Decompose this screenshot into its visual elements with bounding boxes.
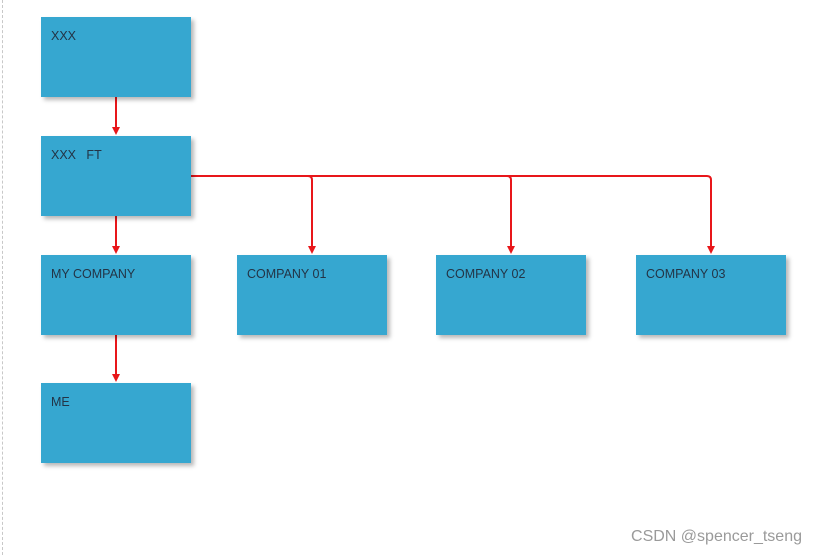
arrow-xxx-ft-to-company-03 bbox=[191, 175, 715, 254]
left-guide-line bbox=[2, 0, 3, 555]
watermark-text: CSDN @spencer_tseng bbox=[631, 528, 802, 545]
node-company-02[interactable]: COMPANY 02 bbox=[436, 255, 586, 335]
node-xxx[interactable]: XXX bbox=[41, 17, 191, 97]
node-company-03[interactable]: COMPANY 03 bbox=[636, 255, 786, 335]
node-me[interactable]: ME bbox=[41, 383, 191, 463]
node-company-01[interactable]: COMPANY 01 bbox=[237, 255, 387, 335]
arrow-xxx-ft-to-company-02 bbox=[191, 175, 515, 254]
node-xxx-ft[interactable]: XXX FT bbox=[41, 136, 191, 216]
arrow-xxx-ft-to-company-01 bbox=[191, 175, 316, 254]
node-my-company[interactable]: MY COMPANY bbox=[41, 255, 191, 335]
